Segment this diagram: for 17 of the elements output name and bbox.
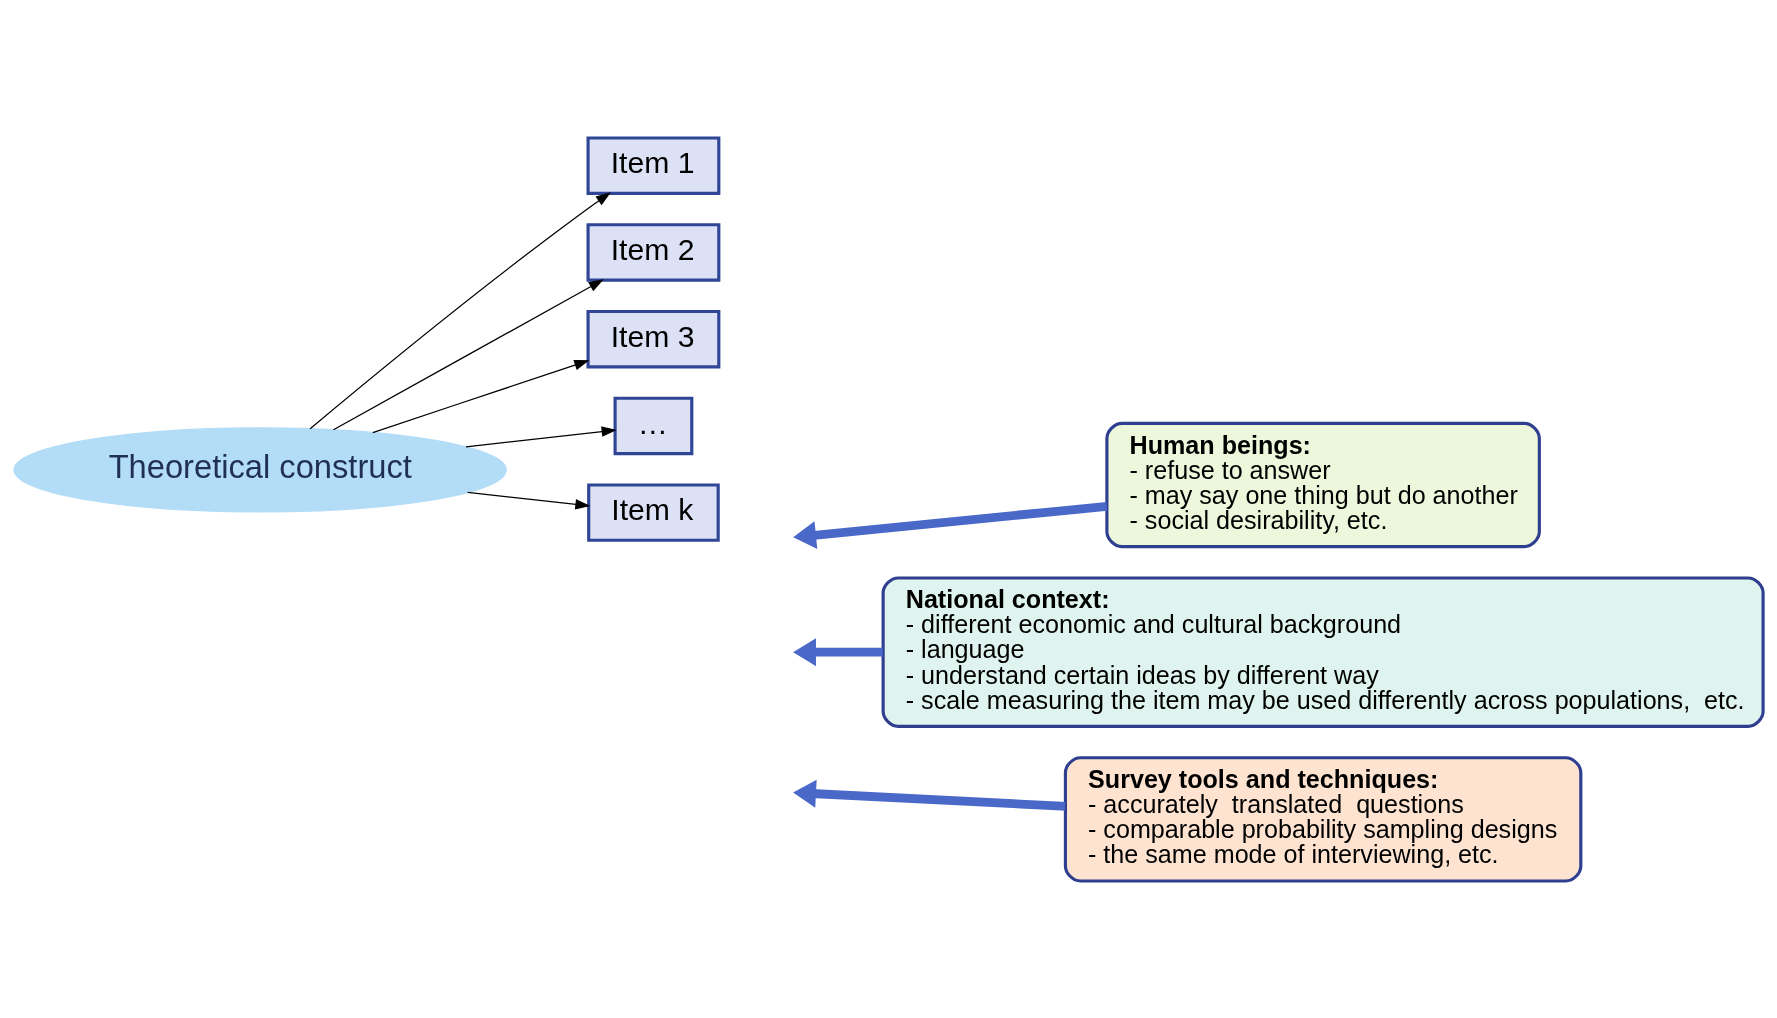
- arrow: [332, 278, 604, 430]
- arrow: [372, 359, 590, 433]
- arrow: [793, 501, 1108, 549]
- node-box: Item k: [587, 482, 720, 542]
- arrow: [793, 779, 1066, 811]
- node-box: Survey tools and techniques: - accurately translated questions - comparable probability sampling designs - the same mode of interviewing, etc.: [1063, 755, 1583, 883]
- node-box: Item 1: [586, 135, 721, 195]
- arrow: [309, 191, 611, 429]
- arrow: [793, 637, 883, 666]
- node-ellipse: Theoretical construct: [13, 426, 507, 513]
- arrow: [467, 491, 591, 509]
- node-box: …: [613, 396, 694, 455]
- node-box: National context: - different economic and cultural background - language - understand certain ideas by different way - scale measuring the item may be used differently across populations, etc.: [881, 575, 1765, 728]
- node-box: Item 2: [586, 222, 721, 282]
- node-box: Human beings: - refuse to answer - may say one thing but do another - social desirability, etc.: [1105, 421, 1541, 548]
- node-box: Item 3: [586, 309, 721, 368]
- arrow: [465, 425, 617, 447]
